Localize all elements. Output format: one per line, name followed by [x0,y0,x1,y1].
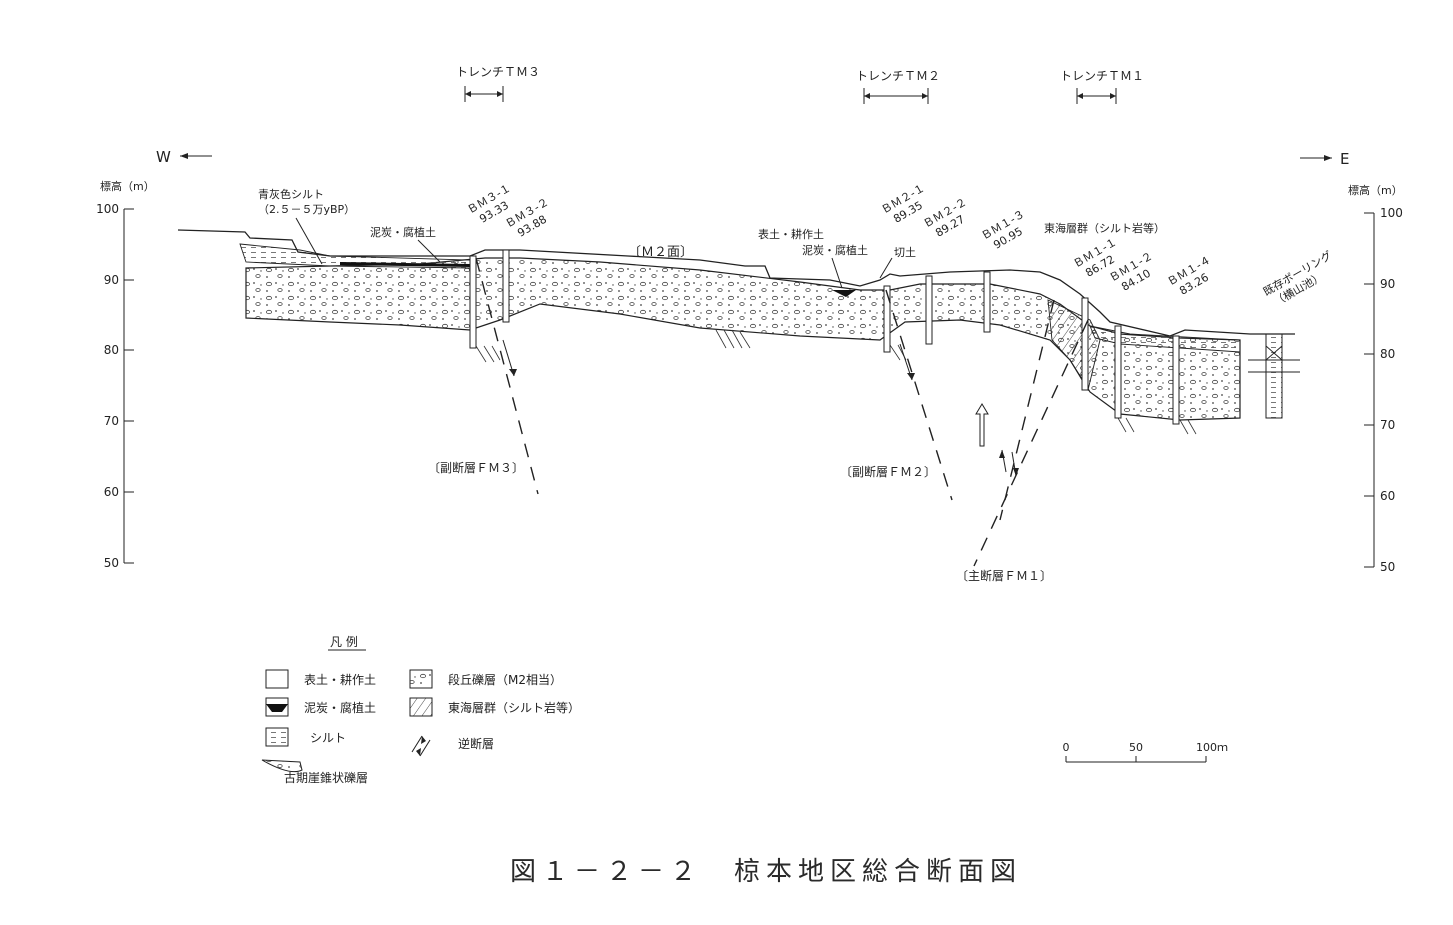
borehole-column [983,271,991,333]
legend: 凡 例 表土・耕作土 泥炭・腐植土 シルト 古期崖錐状礫層 段丘礫層（M2相当）… [261,635,580,785]
peat-label-left: 泥炭・腐植土 [370,225,436,239]
legend-label: 表土・耕作土 [304,672,376,687]
peat-lens [832,290,856,297]
tick-label: 50 [104,556,119,570]
ground-surface [177,229,1295,337]
fault-fm2-label: 〔副断層ＦＭ２〕 [840,464,936,479]
tokai-label: 東海層群（シルト岩等） [1044,221,1165,235]
tick-label: 90 [1380,277,1395,291]
legend-swatch-old-talus [261,759,303,773]
left-elevation-axis: 標高（m） 100 90 80 70 60 50 [96,179,155,570]
borehole-column [925,275,933,345]
scale-bar: 0 50 100ｍ [1063,741,1228,763]
fault-fm3-line [475,257,539,495]
fault-fm1-label: 〔主断層ＦＭ１〕 [956,568,1052,583]
borehole-column [469,255,477,349]
tick-label: 100 [1380,206,1403,220]
legend-label: 泥炭・腐植土 [304,700,376,715]
borehole-column [1172,335,1180,425]
figure-caption: 図１－２－２ 椋本地区総合断面図 [510,857,1022,887]
legend-label: 東海層群（シルト岩等） [448,700,580,715]
legend-swatch-topsoil [265,669,289,689]
axis-label: 標高（m） [100,179,155,193]
fault-fm1-line-b [973,319,1089,567]
silt-note: 青灰色シルト [258,187,324,201]
terrace-gravel-layer [245,257,1241,421]
scale-tick-label: 100ｍ [1196,741,1228,754]
east-arrow: E [1300,150,1349,168]
tick-label: 60 [104,485,119,499]
legend-label: シルト [310,731,346,745]
legend-swatch-peat [265,697,289,717]
trench-tm1: トレンチＴＭ１ [1060,69,1144,104]
peat-lens [340,262,470,267]
existing-boring-column [1248,333,1300,419]
trench-tm3: トレンチＴＭ３ [456,65,540,102]
tick-label: 90 [104,273,119,287]
tick-label: 80 [104,343,119,357]
borehole-column [502,249,510,323]
topsoil-label: 表土・耕作土 [758,227,824,241]
bedrock-hatch-marks [475,329,1197,435]
legend-label: 段丘礫層（M2相当） [448,672,562,687]
tick-label: 80 [1380,347,1395,361]
legend-swatch-reverse-fault [411,735,431,757]
legend-swatch-silt [265,727,289,747]
cut-label: 切土 [894,246,916,259]
trench-tm2: トレンチＴＭ２ [856,69,940,104]
faults: 〔副断層ＦＭ３〕 〔副断層ＦＭ２〕 〔主断層ＦＭ１〕 [428,257,1089,583]
east-label: E [1340,150,1349,168]
legend-label: 古期崖錐状礫層 [284,770,368,785]
tick-label: 60 [1380,489,1395,503]
tick-label: 100 [96,202,119,216]
borehole-column [1081,297,1089,391]
tick-label: 50 [1380,560,1395,574]
tick-label: 70 [1380,418,1395,432]
trench-label: トレンチＴＭ２ [856,69,940,83]
trench-label: トレンチＴＭ１ [1060,69,1144,83]
tick-label: 70 [104,414,119,428]
west-label: W [156,148,171,166]
trench-label: トレンチＴＭ３ [456,65,540,79]
silt-age: （2.５－５万yBP） [258,203,355,216]
borehole-columns [469,249,1180,425]
fault-fm2-line [885,289,953,501]
uplift-arrow-icon [975,403,989,447]
legend-label: 逆断層 [458,736,494,751]
scale-tick-label: 50 [1129,741,1143,754]
borehole-column [1114,325,1122,419]
fault-fm1-line-a [999,299,1055,521]
right-elevation-axis: 標高（m） 100 90 80 70 60 50 [1348,183,1403,574]
section-profile [177,229,1300,435]
axis-label: 標高（m） [1348,183,1403,197]
peat-label-mid: 泥炭・腐植土 [802,243,868,257]
m2-surface-label: 〔Ｍ２面〕 [628,245,693,260]
legend-swatch-terrace-gravel [409,669,433,689]
borehole-column [883,285,891,353]
legend-title: 凡 例 [330,635,358,649]
west-arrow: W [156,148,212,166]
scale-tick-label: 0 [1063,741,1070,754]
legend-swatch-tokai-group [409,697,433,717]
fault-fm3-label: 〔副断層ＦＭ３〕 [428,460,524,475]
